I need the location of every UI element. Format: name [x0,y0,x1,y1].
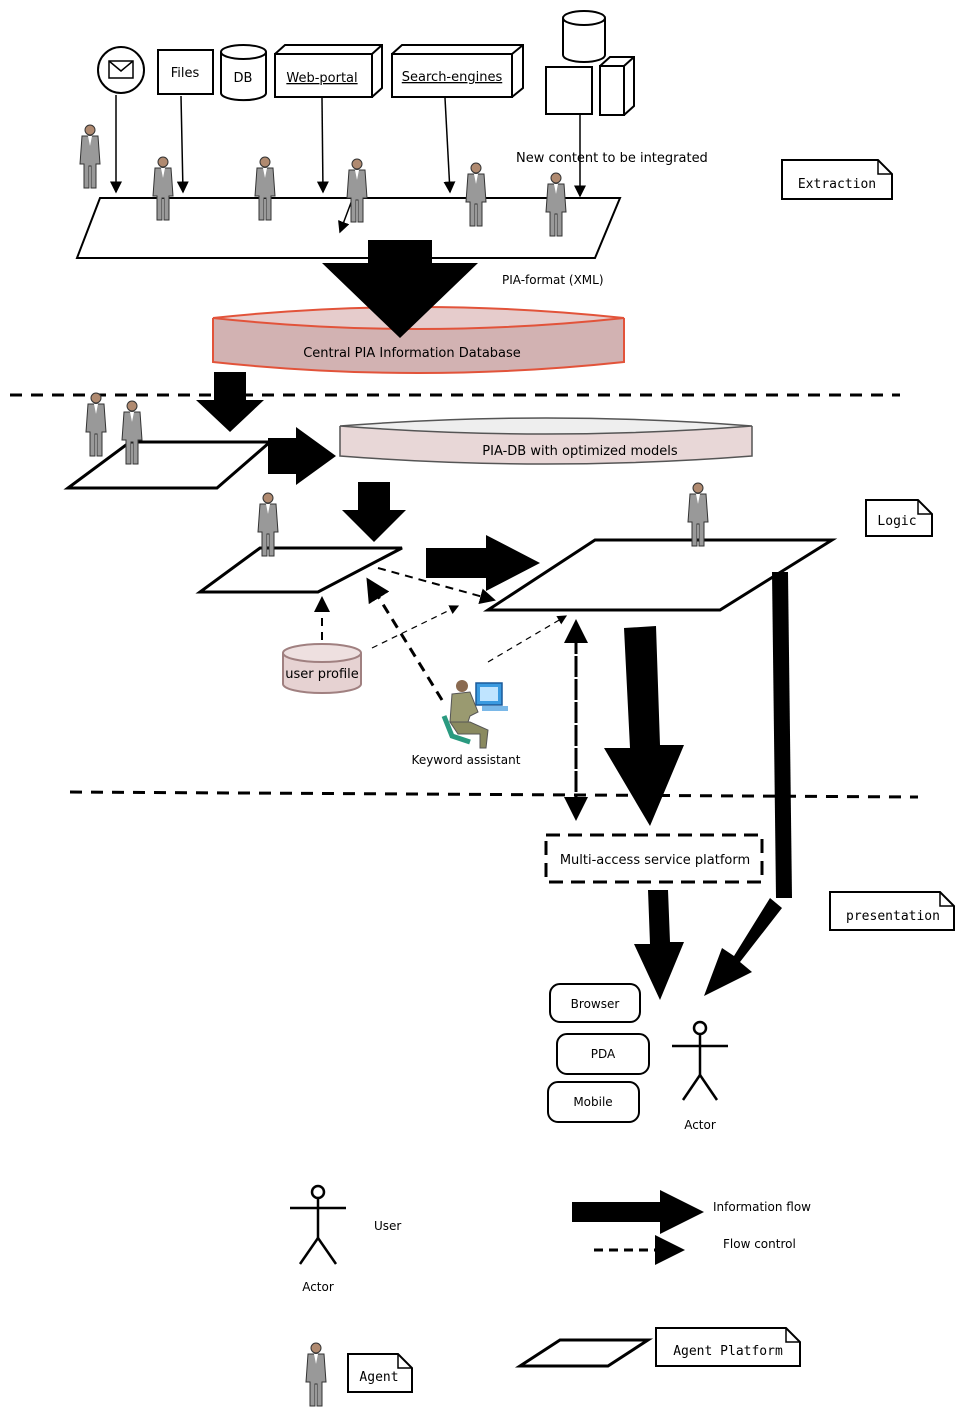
legend-information-flow-arrow [572,1190,704,1234]
extraction-note: Extraction [781,159,893,200]
pia-format-label: PIA-format (XML) [502,273,604,287]
legend-actor-icon [290,1184,346,1265]
optimized-db-label: PIA-DB with optimized models [482,444,678,459]
legend-actor-label: Actor [302,1280,334,1294]
profile-agent-platform [195,546,403,594]
presentation-note-label: presentation [846,909,940,924]
agent-icon [687,482,709,547]
layer-divider [69,790,919,799]
pda-device: PDA [556,1033,650,1075]
search-engines-source: Search-engines [391,44,524,98]
legend-information-flow-label: Information flow [713,1200,811,1214]
agent-note: Agent [347,1353,413,1393]
db-source: DB [220,44,267,102]
multi-access-service-platform: Multi-access service platform [544,833,764,884]
browser-label: Browser [571,997,620,1011]
information-flow-arrow [196,372,264,432]
extraction-note-label: Extraction [798,177,876,192]
agent-icon [85,392,107,457]
pda-label: PDA [591,1047,616,1061]
user-profile-label: user profile [285,667,359,682]
logic-note-label: Logic [877,514,916,529]
logic-note: Logic [865,499,933,537]
information-flow-arrow [342,482,406,542]
web-portal-source: Web-portal [274,44,383,98]
files-label: Files [171,66,200,81]
agent-icon [79,124,101,189]
logic-agent-platform [63,440,275,490]
multi-access-label: Multi-access service platform [560,853,750,868]
presentation-note: presentation [829,891,955,931]
service-agent-platform [482,538,838,612]
keyword-assistant-label: Keyword assistant [412,753,521,767]
legend-user-label: User [374,1219,401,1233]
new-content-shapes [545,10,635,116]
browser-device: Browser [549,983,641,1023]
mobile-label: Mobile [573,1095,612,1109]
legend-agent-icon [305,1342,327,1407]
information-flow-arrow [322,240,478,338]
db-label: DB [234,71,253,86]
mobile-device: Mobile [547,1081,640,1123]
new-content-label: New content to be integrated [516,151,708,166]
user-profile-database: user profile [282,643,362,694]
files-source: Files [157,49,214,95]
central-db-label: Central PIA Information Database [303,346,521,361]
actor-label: Actor [684,1118,716,1132]
legend-flow-control-label: Flow control [723,1237,796,1251]
agent-note-label: Agent [359,1370,398,1385]
information-flow-arrow [704,898,782,996]
agent-platform-note-label: Agent Platform [673,1344,783,1359]
information-flow-arrow [268,427,336,485]
information-flow-arrow [634,890,684,1000]
mail-icon [97,46,145,94]
actor-icon [672,1020,728,1101]
information-flow-arrow [604,626,684,826]
optimized-pia-database: PIA-DB with optimized models [339,417,753,465]
information-flow-arrow [426,535,540,591]
legend-agent-platform [514,1338,654,1368]
flow-control-arrows [314,567,588,821]
agent-platform-note: Agent Platform [655,1327,801,1367]
keyword-assistant-icon [441,680,508,749]
search-engines-label: Search-engines [402,70,503,85]
information-flow-bar [772,572,792,898]
web-portal-label: Web-portal [286,71,357,86]
source-arrows [110,95,586,234]
